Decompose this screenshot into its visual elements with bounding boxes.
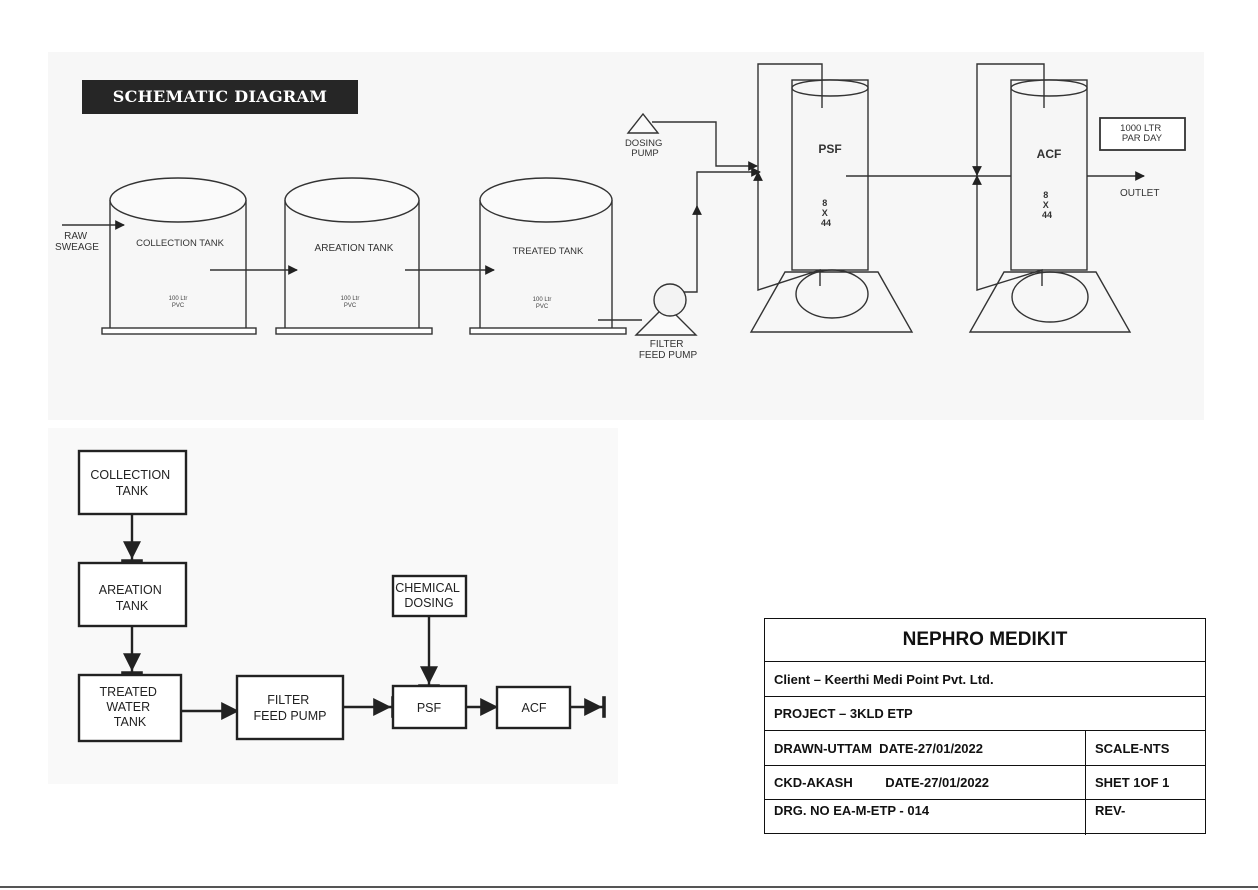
revision: REV- [1085, 800, 1207, 835]
title-block-drawing-row: DRG. NO EA-M-ETP - 014 REV- [765, 800, 1205, 835]
title-block: NEPHRO MEDIKIT Client – Keerthi Medi Poi… [764, 618, 1206, 835]
treated-tank-label: TREATED TANK [513, 246, 584, 257]
flow-label-psf: PSF [417, 701, 442, 715]
client-name: Client – Keerthi Medi Point Pvt. Ltd. [774, 671, 994, 687]
scale: SCALE-NTS [1085, 731, 1207, 765]
aeration-tank-label: AREATION TANK [315, 243, 394, 254]
outlet-label: OUTLET [1120, 188, 1159, 199]
page-bottom-rule [0, 886, 1258, 888]
title-block-client-row: Client – Keerthi Medi Point Pvt. Ltd. [765, 662, 1205, 697]
sheet-number: SHET 1OF 1 [1085, 766, 1207, 799]
checked-by: CKD-AKASH DATE-27/01/2022 [774, 775, 990, 790]
flow-block-psf [391, 684, 468, 730]
acf-filter-vessel: ACF 8 X 44 [968, 63, 1132, 333]
title-block-drawn-row: DRAWN-UTTAM DATE-27/01/2022 SCALE-NTS [765, 731, 1205, 766]
project-name: PROJECT – 3KLD ETP [774, 706, 913, 721]
title-block-project-row: PROJECT – 3KLD ETP [765, 697, 1205, 731]
acf-label: ACF [1037, 147, 1062, 161]
aeration-tank-material: PVC [344, 303, 357, 309]
title-block-checked-row: CKD-AKASH DATE-27/01/2022 SHET 1OF 1 [765, 766, 1205, 800]
flow-label-chemical-dosing: CHEMICAL DOSING [395, 581, 463, 610]
dosing-pump: DOSING PUMP [625, 112, 758, 171]
flow-block-treated-water-tank [77, 673, 183, 743]
capacity-note: 1000 LTR PAR DAY [1099, 117, 1186, 151]
collection-tank-capacity: 100 Ltr [169, 296, 188, 302]
dosing-pump-label: DOSING PUMP [625, 138, 665, 159]
company-name: NEPHRO MEDIKIT [902, 629, 1068, 650]
title-block-company-row: NEPHRO MEDIKIT [765, 619, 1205, 662]
collection-tank-label: COLLECTION TANK [136, 238, 224, 249]
flow-label-filter-feed-pump: FILTER FEED PUMP [254, 693, 327, 723]
psf-filter-vessel: PSF 8 X 44 [749, 63, 914, 333]
filter-feed-pump: FILTER FEED PUMP [598, 167, 761, 361]
treated-tank-capacity: 100 Ltr [533, 297, 552, 303]
flow-label-collection-tank: COLLECTION TANK [90, 468, 173, 498]
drawing-number: DRG. NO EA-M-ETP - 014 [774, 803, 930, 818]
flow-block-filter-feed-pump [235, 674, 345, 741]
schematic-title: SCHEMATIC DIAGRAM [82, 80, 358, 114]
collection-tank: COLLECTION TANK 100 Ltr PVC [101, 177, 257, 335]
flow-block-collection-tank [77, 449, 188, 516]
flow-block-acf [495, 685, 572, 730]
treated-tank: TREATED TANK 100 Ltr PVC [469, 177, 627, 335]
raw-sewage-label: RAW SWEAGE [55, 231, 99, 253]
treated-tank-material: PVC [536, 304, 549, 310]
acf-size: 8 X 44 [1042, 190, 1052, 220]
flow-label-aeration-tank: AREATION TANK [99, 583, 165, 613]
svg-text:1000 LTR PAR DAY: 1000 LTR PAR DAY [1120, 123, 1164, 144]
raw-sewage-inlet: RAW SWEAGE [55, 220, 125, 253]
psf-label: PSF [818, 142, 841, 156]
flow-label-treated-water-tank: TREATED WATER TANK [100, 685, 161, 729]
aeration-tank: AREATION TANK 100 Ltr PVC [275, 177, 433, 335]
drawn-by: DRAWN-UTTAM DATE-27/01/2022 [774, 740, 983, 756]
filter-feed-pump-label: FILTER FEED PUMP [639, 339, 698, 361]
flow-label-acf: ACF [522, 701, 547, 715]
aeration-tank-capacity: 100 Ltr [341, 296, 360, 302]
collection-tank-material: PVC [172, 303, 185, 309]
psf-size: 8 X 44 [821, 198, 831, 228]
